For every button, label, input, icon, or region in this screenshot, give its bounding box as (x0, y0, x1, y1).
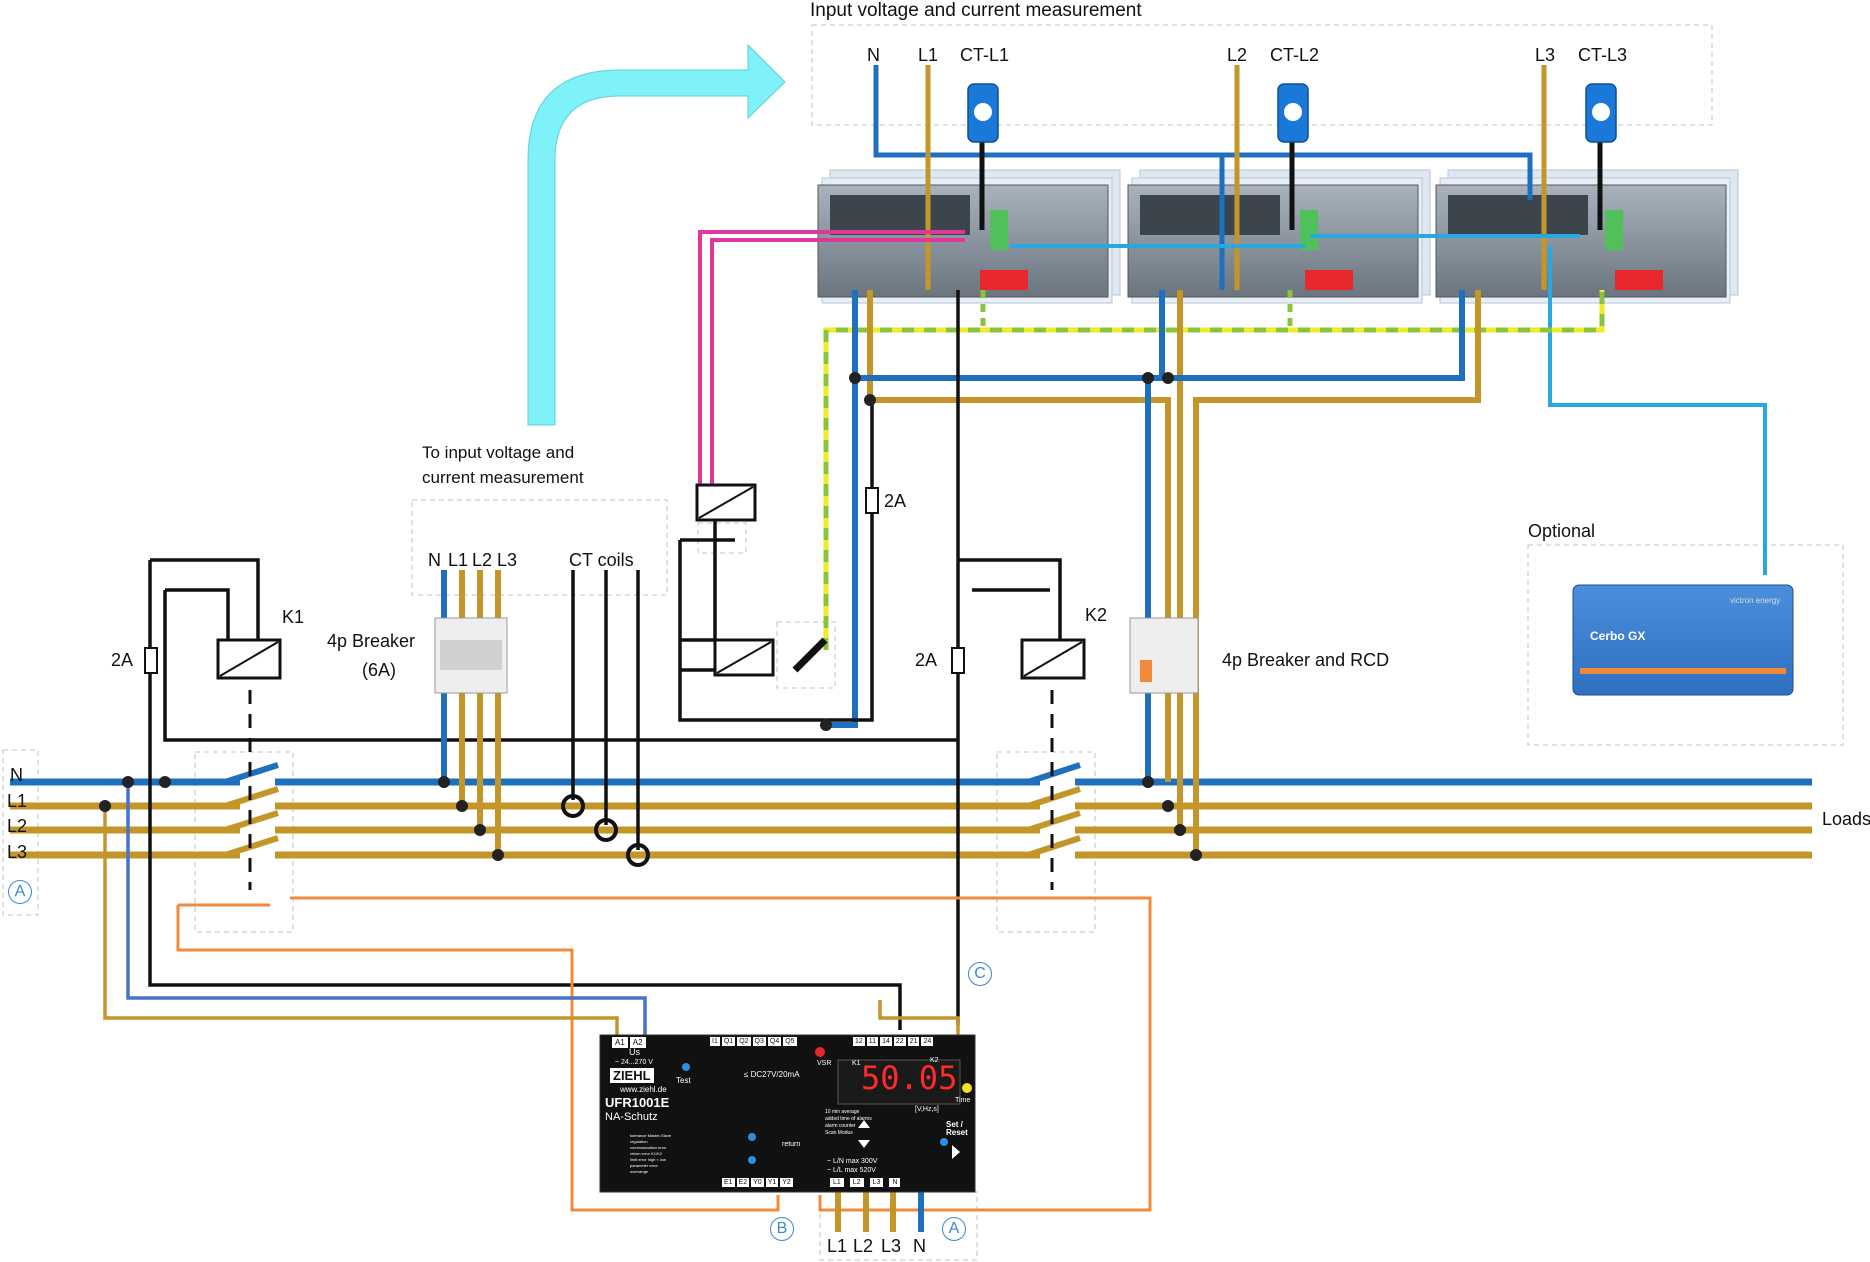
to-measurement-frame (411, 499, 668, 596)
fuse-relay-icon (865, 487, 879, 514)
ct-leads (979, 130, 1603, 230)
ufr-relay (599, 1034, 976, 1193)
network-cable (1010, 234, 1767, 575)
ct-coil-wires (571, 570, 640, 850)
inverter-l2 (1127, 169, 1431, 304)
bottom-terms-frame (819, 1191, 978, 1261)
breaker-4p-left (434, 570, 508, 855)
feedback-wires (176, 896, 1152, 1212)
optional-frame (1527, 544, 1844, 746)
fuse-k2-icon (951, 647, 965, 674)
ct-coil-2-icon (594, 818, 618, 842)
relay2-contact-frame (776, 621, 836, 689)
junction-dots (99, 372, 1202, 861)
inverter-l3 (1435, 169, 1739, 304)
cerbo-gx: Cerbo GX victron energy (1572, 584, 1794, 696)
pe-wire (823, 290, 1605, 650)
cerbo-brand: victron energy (1730, 596, 1780, 605)
main-bus (10, 778, 1812, 859)
measure-wires (873, 65, 1547, 290)
signal-arrow (527, 43, 786, 426)
k1-switch-frame (194, 751, 294, 933)
relay-feed-wires (103, 782, 960, 1035)
k2-switch-frame (996, 751, 1096, 933)
ct-coil-1-icon (561, 794, 585, 818)
fuse-k1-icon (144, 647, 158, 674)
ct-coil-icons (561, 794, 650, 867)
ct-coil-3-icon (626, 843, 650, 867)
relay2-contact (792, 637, 828, 673)
inverter-l1 (817, 169, 1121, 304)
measurement-frame (811, 24, 1713, 126)
breaker-rcd-right (1129, 617, 1199, 694)
pink-wires (698, 230, 965, 490)
relay-contact-frame (697, 522, 747, 554)
contactor-links (248, 690, 1054, 890)
cerbo-name: Cerbo GX (1590, 629, 1645, 643)
fuse-icons (144, 487, 965, 674)
dashed-frames (2, 24, 1844, 1261)
